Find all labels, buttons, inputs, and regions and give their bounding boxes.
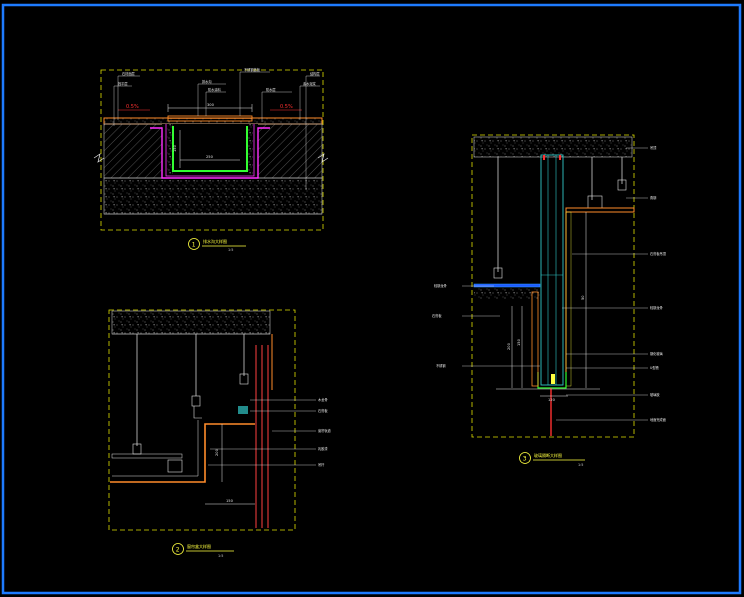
d3-label-l3: 不锈钢 [436, 363, 446, 368]
d1-dim-side: 150 [173, 144, 177, 152]
detail-3-glass-partition: 200 150 50 120 吊顶 角钢 石膏板吊顶 轻钢龙骨 钢化玻璃 U型槽… [432, 134, 667, 467]
d2-label-2: 石膏板 [318, 408, 328, 413]
outer-frame [1, 3, 742, 595]
detail-1-drain: 300 250 150 0.5% 0.5% 石材面层 找平层 不锈钢盖板 排水沟… [93, 67, 329, 252]
d3-number-circle [519, 452, 531, 464]
d2-number: 2 [176, 546, 180, 553]
d3-label-r6: 地面完成面 [650, 417, 666, 422]
detail-1-sheet-border [100, 69, 324, 231]
d1-slope-right: 0.5% [280, 104, 293, 110]
d2-label-5: 吊杆 [318, 462, 325, 467]
d2-scale: 1:5 [218, 554, 223, 558]
d1-number: 1 [192, 241, 196, 248]
d1-scale: 1:5 [228, 248, 233, 252]
d3-label-l1: 轻钢龙骨 [434, 283, 447, 288]
d1-label-3: 不锈钢盖板 [244, 67, 261, 72]
d3-dim-bottom: 120 [548, 398, 556, 402]
d3-label-top2: 角钢 [650, 195, 656, 200]
d1-label-4: 排水沟 [202, 79, 212, 84]
d3-label-r4: U型槽 [650, 365, 660, 370]
d1-label-8: 防水涂料 [208, 87, 222, 92]
d3-dim-v1: 200 [507, 342, 511, 350]
d1-dim-bottom: 250 [206, 155, 214, 159]
d3-scale: 1:5 [578, 463, 583, 467]
d3-number: 3 [523, 455, 527, 462]
d1-label-7: 素水泥浆 [303, 81, 317, 86]
detail-2-curtain-box: 200 150 木龙骨 石膏板 窗帘轨道 乳胶漆 吊杆 2 窗帘盒大样图 1:5 [108, 309, 332, 558]
d1-title: 排水沟大样图 [203, 238, 227, 244]
d2-dim-h: 150 [226, 499, 234, 503]
d3-label-r3: 钢化玻璃 [650, 351, 664, 356]
d1-label-2: 找平层 [118, 81, 128, 86]
d1-number-circle [188, 238, 200, 250]
d1-label-1: 石材面层 [122, 71, 135, 76]
d3-label-l2: 石膏板 [432, 313, 442, 318]
d3-label-r2: 轻钢龙骨 [650, 305, 663, 310]
d2-title: 窗帘盒大样图 [187, 543, 211, 549]
d1-label-6: 结构层 [310, 71, 320, 76]
d3-dim-v2: 150 [517, 338, 521, 346]
d2-dim-v: 200 [215, 448, 219, 456]
d3-label-r5: 玻璃胶 [650, 392, 660, 397]
d2-number-circle [172, 543, 184, 555]
d3-title: 玻璃隔断大样图 [534, 452, 562, 458]
d2-label-1: 木龙骨 [318, 397, 328, 402]
d2-label-3: 窗帘轨道 [318, 428, 332, 433]
d3-label-top1: 吊顶 [650, 146, 657, 150]
d1-slope-left: 0.5% [126, 104, 139, 110]
detail-2-sheet-border [108, 309, 296, 531]
d3-label-r1: 石膏板吊顶 [650, 251, 667, 256]
d2-label-4: 乳胶漆 [318, 446, 328, 451]
d1-dim-top: 300 [207, 103, 215, 107]
d1-label-5: 防水层 [266, 87, 276, 92]
d3-dim-v3: 50 [581, 295, 585, 300]
